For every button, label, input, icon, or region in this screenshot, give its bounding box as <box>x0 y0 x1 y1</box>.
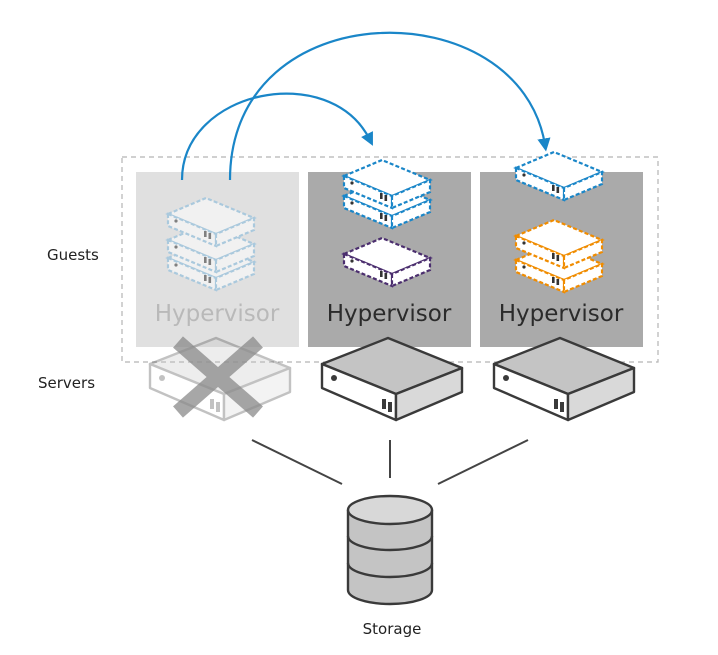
hypervisor-label-1: Hypervisor <box>155 301 280 327</box>
server-3 <box>492 336 636 422</box>
storage-label: Storage <box>363 620 422 638</box>
server-2 <box>320 336 464 422</box>
hypervisor-label-3: Hypervisor <box>499 301 624 327</box>
failure-cross-icon <box>173 336 263 418</box>
migration-arrow-2 <box>228 31 551 181</box>
migration-arrow-1 <box>180 92 373 181</box>
storage-icon <box>346 494 434 606</box>
guests-label: Guests <box>47 246 99 264</box>
servers-label: Servers <box>38 374 96 392</box>
storage-links <box>251 439 529 485</box>
hypervisor-active-2: Hypervisor <box>480 172 643 347</box>
hypervisor-label-2: Hypervisor <box>327 301 452 327</box>
